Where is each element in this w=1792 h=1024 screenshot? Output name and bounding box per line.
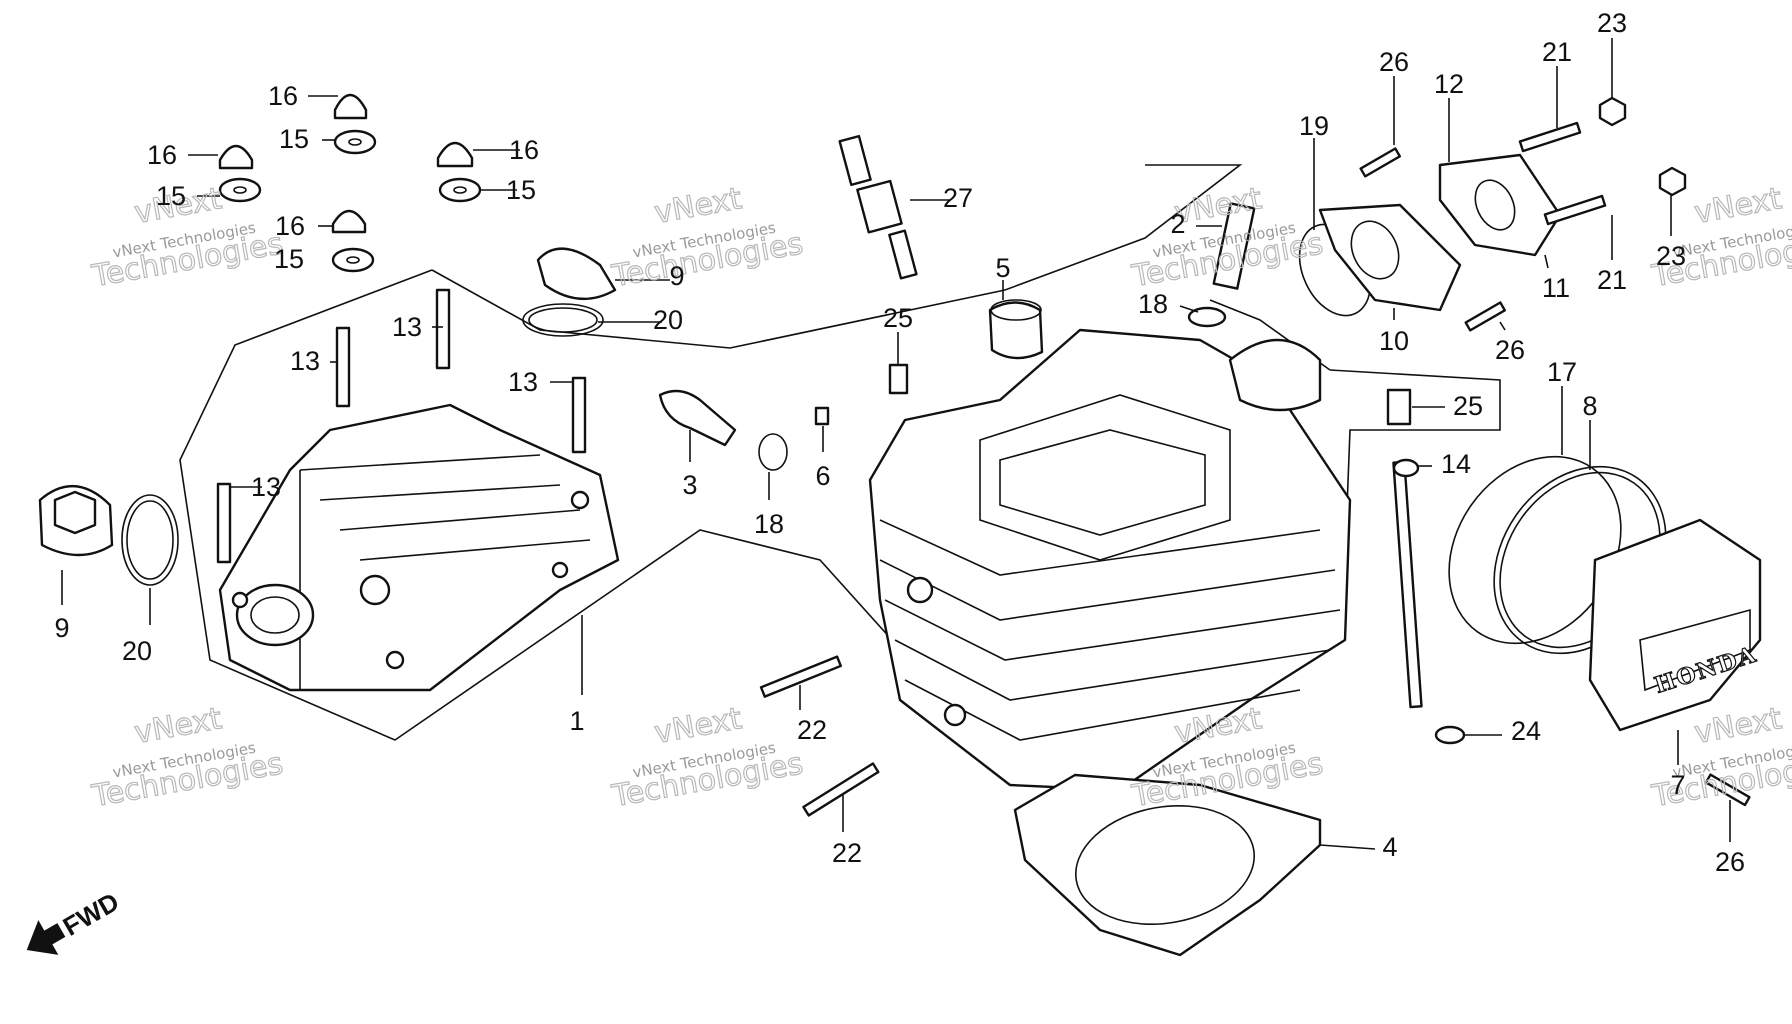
cap-nuts bbox=[218, 93, 474, 234]
cover-bolts bbox=[216, 288, 587, 564]
callout-c2: 2 bbox=[1170, 209, 1185, 239]
callout-c13a: 13 bbox=[392, 312, 422, 342]
head-gasket-4 bbox=[1013, 773, 1322, 957]
leader-lines bbox=[61, 38, 1731, 850]
callout-c17: 17 bbox=[1547, 357, 1577, 387]
callout-c13c: 13 bbox=[508, 367, 538, 397]
callout-c16b: 16 bbox=[147, 140, 177, 170]
callout-c25a: 25 bbox=[883, 303, 913, 333]
callout-c24: 24 bbox=[1511, 716, 1541, 746]
callout-c5: 5 bbox=[995, 253, 1010, 283]
callout-c18a: 18 bbox=[754, 509, 784, 539]
callout-c23b: 23 bbox=[1656, 241, 1686, 271]
o-ring-18-right bbox=[1187, 306, 1227, 328]
oil-filler-cap-top bbox=[522, 247, 617, 337]
studs-22 bbox=[759, 655, 880, 817]
callout-c9a: 9 bbox=[54, 613, 69, 643]
callout-c20b: 20 bbox=[653, 305, 683, 335]
forward-label: FWD bbox=[58, 886, 124, 942]
washers bbox=[218, 129, 482, 273]
o-ring-left bbox=[121, 494, 179, 586]
callout-c21b: 21 bbox=[1597, 265, 1627, 295]
callout-c13d: 13 bbox=[251, 472, 281, 502]
callout-c20a: 20 bbox=[122, 636, 152, 666]
callout-c25b: 25 bbox=[1453, 391, 1483, 421]
callout-c26c: 26 bbox=[1715, 847, 1745, 877]
svg-text:vNext: vNext bbox=[652, 181, 745, 231]
stud-bolt-14 bbox=[1392, 458, 1423, 709]
head-cover-part bbox=[218, 403, 620, 692]
spark-plug bbox=[838, 134, 918, 280]
callout-c10: 10 bbox=[1379, 326, 1409, 356]
callout-c3: 3 bbox=[682, 470, 697, 500]
callout-c15a: 15 bbox=[279, 124, 309, 154]
callout-c22a: 22 bbox=[797, 715, 827, 745]
washer-24 bbox=[1434, 725, 1466, 745]
callout-c9b: 9 bbox=[669, 261, 684, 291]
callout-c15d: 15 bbox=[274, 244, 304, 274]
callout-c15c: 15 bbox=[506, 175, 536, 205]
oil-filler-cap-left bbox=[38, 485, 114, 557]
side-cover-7: HONDA bbox=[1588, 518, 1762, 732]
intake-parts bbox=[1298, 96, 1687, 332]
callout-c6: 6 bbox=[815, 461, 830, 491]
callout-c16d: 16 bbox=[275, 211, 305, 241]
callout-c21a: 21 bbox=[1542, 37, 1572, 67]
dowel-pin-2 bbox=[1212, 202, 1256, 290]
callout-c18b: 18 bbox=[1138, 289, 1168, 319]
callout-c26a: 26 bbox=[1379, 47, 1409, 77]
callout-c19: 19 bbox=[1299, 111, 1329, 141]
callout-c11: 11 bbox=[1542, 273, 1570, 303]
callout-c14: 14 bbox=[1441, 449, 1471, 479]
callout-c26b: 26 bbox=[1495, 335, 1525, 365]
callout-c12: 12 bbox=[1434, 69, 1464, 99]
callout-c15b: 15 bbox=[156, 181, 186, 211]
callout-c16a: 16 bbox=[268, 81, 298, 111]
bolt-26-lower bbox=[1704, 773, 1751, 807]
callout-c23a: 23 bbox=[1597, 8, 1627, 38]
callout-c13b: 13 bbox=[290, 346, 320, 376]
callout-c22b: 22 bbox=[832, 838, 862, 868]
svg-text:vNext: vNext bbox=[1692, 181, 1785, 231]
forward-direction-indicator: FWD bbox=[26, 886, 124, 955]
callout-c1: 1 bbox=[569, 706, 584, 736]
cylinder-head-part bbox=[868, 328, 1352, 792]
svg-text:vNext: vNext bbox=[1692, 701, 1785, 751]
callout-c27: 27 bbox=[943, 183, 973, 213]
callout-c7: 7 bbox=[1670, 770, 1685, 800]
forward-arrow-icon bbox=[26, 920, 66, 955]
callout-c8: 8 bbox=[1582, 391, 1597, 421]
callout-c16c: 16 bbox=[509, 135, 539, 165]
svg-text:vNext: vNext bbox=[652, 701, 745, 751]
callout-c4: 4 bbox=[1382, 832, 1397, 862]
assembly-boundaries bbox=[179, 164, 1501, 761]
svg-text:vNext: vNext bbox=[132, 701, 225, 751]
collar-25-right bbox=[1386, 388, 1412, 426]
